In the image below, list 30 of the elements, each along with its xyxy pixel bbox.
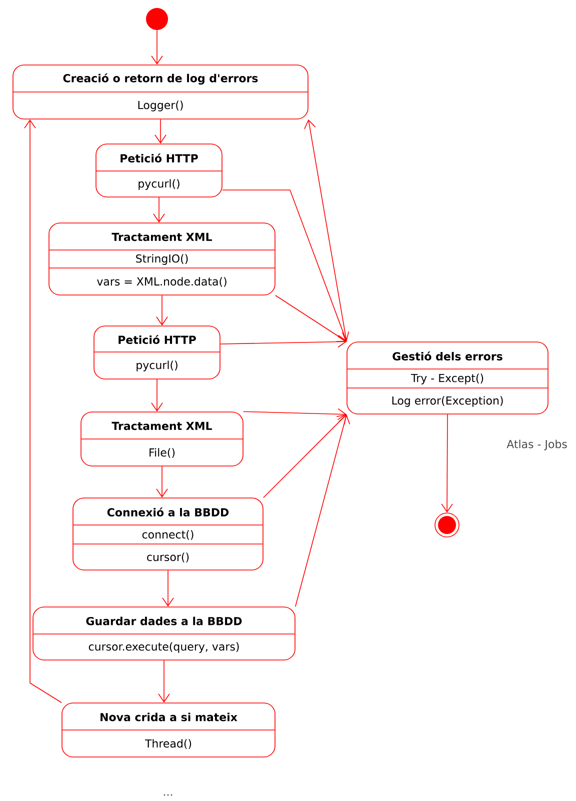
arrow <box>275 295 347 342</box>
arrow <box>24 119 62 703</box>
end-dot <box>434 512 460 538</box>
arrow <box>263 414 347 498</box>
start-dot <box>146 8 168 30</box>
arrow <box>153 197 165 223</box>
arrow <box>151 30 163 65</box>
activity-box: Gestió dels errors Try - Except() Log error(Exception) <box>346 342 548 414</box>
activity-box: Petició HTTP pycurl() <box>96 144 222 198</box>
arrow <box>222 190 350 342</box>
activity-box: Creació o retorn de log d'errors Logger() <box>12 64 308 120</box>
arrow <box>158 660 170 703</box>
arrow <box>441 414 453 513</box>
arrow <box>220 336 347 348</box>
arrow <box>162 570 174 607</box>
activity-box: Guardar dades a la BBDD cursor.execute(query, vars) <box>32 606 296 660</box>
activity-box: Petició HTTP pycurl() <box>94 326 220 380</box>
activity-box: Tractament XML File() <box>80 412 244 466</box>
activity-box: Connexió a la BBDD connect() cursor() <box>72 498 264 570</box>
arrow <box>295 414 350 607</box>
arrow <box>156 466 168 498</box>
ellipsis-text: ... <box>164 794 172 796</box>
activity-box: Tractament XML StringIO() vars = XML.node.data() <box>48 222 276 296</box>
arrow <box>156 295 168 326</box>
arrow <box>304 119 347 342</box>
arrow <box>154 119 166 144</box>
activity-box: Nova crida a si mateix Thread() <box>62 702 276 758</box>
arrow <box>243 408 347 420</box>
arrow <box>151 379 163 412</box>
caption-text: Atlas - Jobs <box>506 440 567 450</box>
